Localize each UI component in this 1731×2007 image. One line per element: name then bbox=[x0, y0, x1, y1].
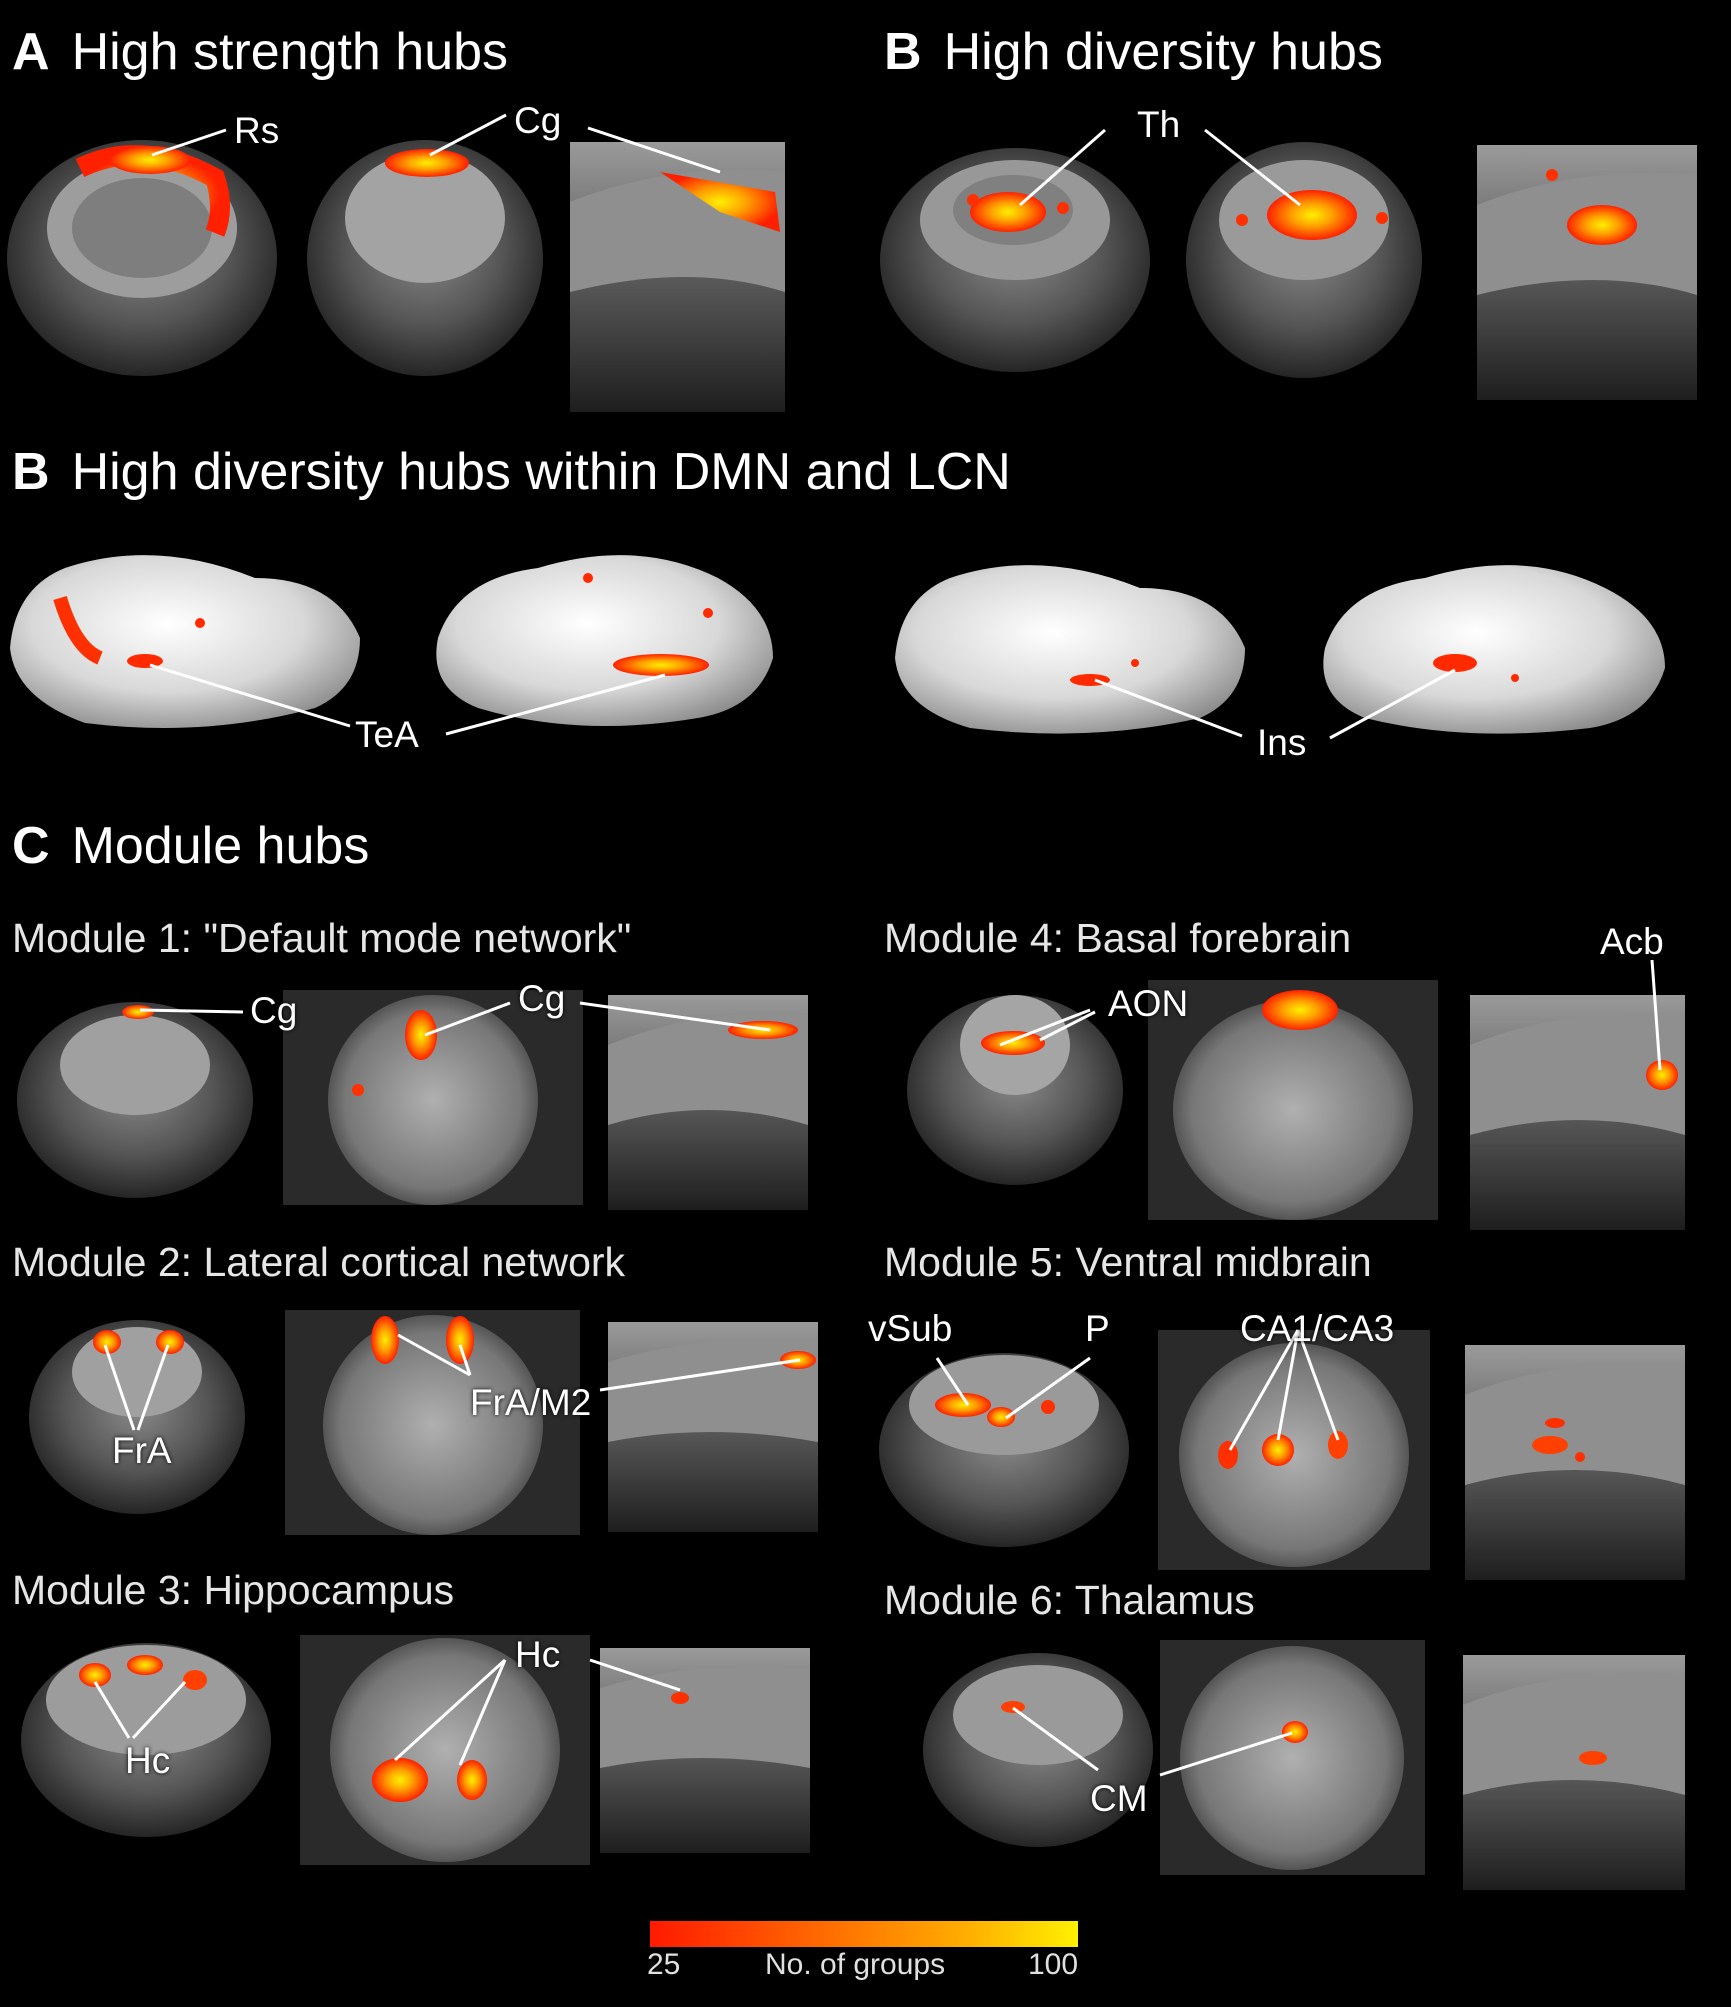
label-fra: FrA bbox=[112, 1430, 172, 1471]
module-6-title: Module 6: Thalamus bbox=[884, 1577, 1255, 1623]
panel-b1-letter: B bbox=[884, 23, 922, 81]
m6-sagittal bbox=[1463, 1655, 1685, 1890]
label-rs: Rs bbox=[234, 110, 280, 151]
panel-a-title-text: High strength hubs bbox=[71, 23, 509, 81]
m5-axial bbox=[1158, 1330, 1430, 1570]
sagittal-slice-a3 bbox=[570, 142, 785, 412]
module-1-title: Module 1: "Default mode network" bbox=[12, 915, 632, 961]
m1-sagittal bbox=[608, 995, 808, 1210]
m5-coronal bbox=[879, 1353, 1129, 1547]
label-cm: CM bbox=[1090, 1778, 1148, 1819]
label-cg-m1b: Cg bbox=[518, 978, 566, 1019]
label-hc-b: Hc bbox=[515, 1634, 561, 1675]
m6-coronal bbox=[923, 1653, 1153, 1847]
label-acb: Acb bbox=[1600, 921, 1664, 962]
panel-c-title-text: Module hubs bbox=[71, 817, 370, 875]
module-2-title: Module 2: Lateral cortical network bbox=[12, 1239, 626, 1285]
colorbar-min-label: 25 bbox=[647, 1948, 681, 1981]
module-3-title: Module 3: Hippocampus bbox=[12, 1567, 455, 1613]
label-ins: Ins bbox=[1257, 722, 1307, 763]
panel-c-title: C Module hubs bbox=[12, 820, 369, 872]
label-th: Th bbox=[1137, 104, 1181, 145]
label-aon: AON bbox=[1108, 983, 1189, 1024]
module-5-title: Module 5: Ventral midbrain bbox=[884, 1239, 1372, 1285]
colorbar bbox=[650, 1921, 1078, 1947]
m2-sagittal bbox=[608, 1322, 818, 1532]
label-tea: TeA bbox=[355, 714, 419, 755]
label-fra-m2: FrA/M2 bbox=[470, 1382, 592, 1423]
panel-b1-title-text: High diversity hubs bbox=[943, 23, 1383, 81]
coronal-slice-a1 bbox=[7, 140, 277, 376]
coronal-slice-b1 bbox=[880, 148, 1150, 372]
module-4-title: Module 4: Basal forebrain bbox=[884, 915, 1352, 961]
m1-coronal bbox=[17, 1002, 253, 1198]
colorbar-title: No. of groups bbox=[765, 1948, 946, 1981]
m4-sagittal bbox=[1470, 995, 1685, 1230]
panel-a-letter: A bbox=[12, 23, 50, 81]
label-p: P bbox=[1085, 1308, 1110, 1349]
label-hc-a: Hc bbox=[125, 1740, 171, 1781]
m1-axial bbox=[283, 990, 583, 1205]
label-ca1-ca3: CA1/CA3 bbox=[1240, 1308, 1395, 1349]
m5-sagittal bbox=[1465, 1345, 1685, 1580]
colorbar-max-label: 100 bbox=[1028, 1948, 1079, 1981]
m4-axial bbox=[1148, 980, 1438, 1220]
panel-b1-title: B High diversity hubs bbox=[884, 26, 1383, 78]
coronal-slice-b2 bbox=[1186, 142, 1422, 378]
coronal-slice-a2 bbox=[307, 140, 543, 376]
m2-axial bbox=[285, 1310, 580, 1535]
label-cg-m1a: Cg bbox=[250, 990, 298, 1031]
panel-c-letter: C bbox=[12, 817, 50, 875]
label-vsub: vSub bbox=[868, 1308, 953, 1349]
m4-coronal bbox=[907, 995, 1123, 1185]
surface-render-4 bbox=[1323, 565, 1665, 734]
m3-sagittal bbox=[600, 1648, 810, 1853]
surface-render-3 bbox=[895, 565, 1245, 734]
sagittal-slice-b3 bbox=[1477, 145, 1697, 400]
surface-render-2 bbox=[436, 555, 773, 726]
panel-b2-title-text: High diversity hubs within DMN and LCN bbox=[71, 443, 1011, 501]
label-cg-a: Cg bbox=[514, 100, 562, 141]
m6-axial bbox=[1160, 1640, 1425, 1875]
panel-b2-letter: B bbox=[12, 443, 50, 501]
panel-b2-title: B High diversity hubs within DMN and LCN bbox=[12, 446, 1011, 498]
panel-a-title: A High strength hubs bbox=[12, 26, 508, 78]
m2-coronal bbox=[29, 1320, 245, 1514]
surface-render-1 bbox=[10, 555, 360, 728]
